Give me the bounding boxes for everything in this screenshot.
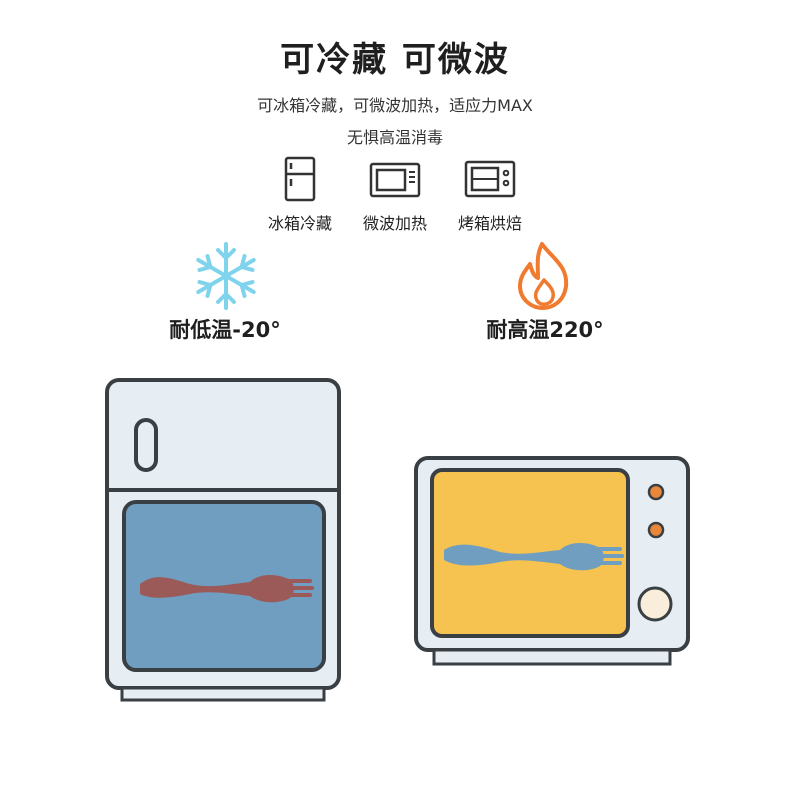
microwave-illustration xyxy=(414,456,690,666)
cold-temp-label: 耐低温-20° xyxy=(169,318,281,342)
silicone-spoon-red xyxy=(140,575,314,603)
silicone-spoon-blue xyxy=(444,543,624,571)
oven-icon xyxy=(464,160,516,198)
feature-microwave-label: 微波加热 xyxy=(362,214,427,233)
knob-lower-icon xyxy=(647,521,665,539)
snowflake-icon xyxy=(196,242,256,310)
hot-temp-label: 耐高温220° xyxy=(486,318,604,342)
subtitle-line-1: 可冰箱冷藏，可微波加热，适应力MAX xyxy=(257,96,533,115)
page-title: 可冷藏 可微波 xyxy=(280,40,510,80)
microwave-window xyxy=(430,468,630,638)
feature-oven-label: 烤箱烘焙 xyxy=(457,214,522,233)
fridge-base xyxy=(120,686,326,702)
feature-fridge: 冰箱冷藏 xyxy=(250,156,350,234)
flame-icon xyxy=(518,242,569,310)
fridge-icon xyxy=(284,156,316,202)
feature-microwave: 微波加热 xyxy=(345,156,445,234)
microwave-base xyxy=(432,648,672,666)
subtitle-line-2: 无惧高温消毒 xyxy=(346,128,443,147)
feature-fridge-label: 冰箱冷藏 xyxy=(267,214,332,233)
microwave-icon xyxy=(369,162,421,198)
dial-icon xyxy=(637,586,673,622)
fridge-illustration xyxy=(105,378,341,702)
feature-oven: 烤箱烘焙 xyxy=(440,156,540,234)
knob-upper-icon xyxy=(647,483,665,501)
fridge-handle xyxy=(134,418,158,472)
